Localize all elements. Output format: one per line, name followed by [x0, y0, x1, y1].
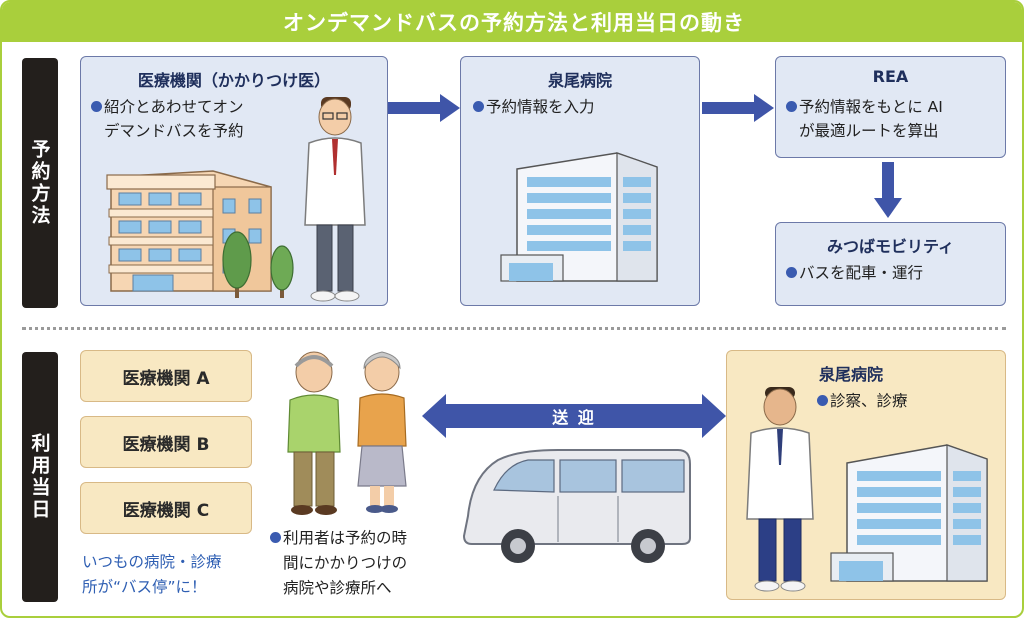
clinic-description: 紹介とあわせてオン デマンドバスを予約	[91, 95, 244, 143]
facility-a: 医療機関 A	[80, 350, 252, 402]
bus-stop-note-line-2: 所が“バス停”に！	[82, 577, 207, 596]
facility-c: 医療機関 C	[80, 482, 252, 534]
doctor-icon	[304, 97, 366, 302]
bullet-icon	[786, 101, 797, 112]
section-label-reservation: 予約方法	[22, 58, 58, 308]
rea-panel: REA 予約情報をもとに AI が最適ルートを算出	[775, 56, 1006, 158]
rea-line-1: 予約情報をもとに AI	[799, 98, 943, 116]
rea-line-2: が最適ルートを算出	[799, 122, 939, 141]
usage-hospital-title: 泉尾病院	[819, 365, 884, 384]
facility-b: 医療機関 B	[80, 416, 252, 468]
van-icon	[462, 449, 691, 563]
hospital-line-1: 予約情報を入力	[486, 98, 595, 116]
user-note-line-1: 利用者は予約の時	[283, 529, 408, 547]
rea-description: 予約情報をもとに AI が最適ルートを算出	[786, 95, 943, 143]
user-note: 利用者は予約の時 間にかかりつけの 病院や診療所へ	[270, 526, 407, 600]
clinic-line-2: デマンドバスを予約	[104, 122, 244, 141]
bullet-icon	[473, 101, 484, 112]
clinic-panel: 医療機関（かかりつけ医） 紹介とあわせてオン デマンドバスを予約	[80, 56, 388, 306]
diagram-title: オンデマンドバスの予約方法と利用当日の動き	[283, 11, 745, 35]
bullet-icon	[270, 532, 281, 543]
usage-hospital-panel: 泉尾病院 診察、診療	[726, 350, 1006, 600]
bullet-icon	[786, 267, 797, 278]
bus-stop-note: いつもの病院・診療 所が“バス停”に！	[82, 550, 222, 600]
user-note-line-3: 病院や診療所へ	[283, 578, 392, 597]
doctor-icon	[746, 387, 814, 592]
bus-stop-note-line-1: いつもの病院・診療	[82, 553, 222, 571]
section-label-usage: 利用当日	[22, 352, 58, 602]
mobility-line-1: バスを配車・運行	[799, 264, 924, 282]
hospital-panel: 泉尾病院 予約情報を入力	[460, 56, 700, 306]
hospital-title: 泉尾病院	[547, 71, 612, 90]
mobility-title: みつばモビリティ	[826, 237, 955, 256]
arrow-right-icon	[702, 94, 774, 122]
hospital-description: 予約情報を入力	[473, 95, 595, 119]
arrow-right-icon	[388, 94, 460, 122]
clinic-title: 医療機関（かかりつけ医）	[137, 71, 331, 90]
usage-hospital-line-1: 診察、診療	[830, 392, 908, 410]
rea-title: REA	[872, 67, 909, 86]
mobility-description: バスを配車・運行	[786, 261, 923, 285]
tree-icon	[222, 231, 294, 298]
bullet-icon	[817, 395, 828, 406]
elderly-couple-icon	[287, 351, 407, 515]
clinic-line-1: 紹介とあわせてオン	[104, 98, 244, 116]
bullet-icon	[91, 101, 102, 112]
hospital-building-icon	[500, 152, 658, 282]
transfer-arrow-icon	[422, 394, 726, 438]
section-divider	[22, 327, 1006, 330]
transfer-label: 送 迎	[552, 408, 596, 427]
mobility-panel: みつばモビリティ バスを配車・運行	[775, 222, 1006, 306]
hospital-building-icon	[830, 444, 988, 582]
user-note-line-2: 間にかかりつけの	[283, 553, 408, 572]
usage-hospital-description: 診察、診療	[817, 389, 908, 413]
title-bar: オンデマンドバスの予約方法と利用当日の動き	[2, 2, 1022, 42]
arrow-down-icon	[874, 162, 902, 218]
